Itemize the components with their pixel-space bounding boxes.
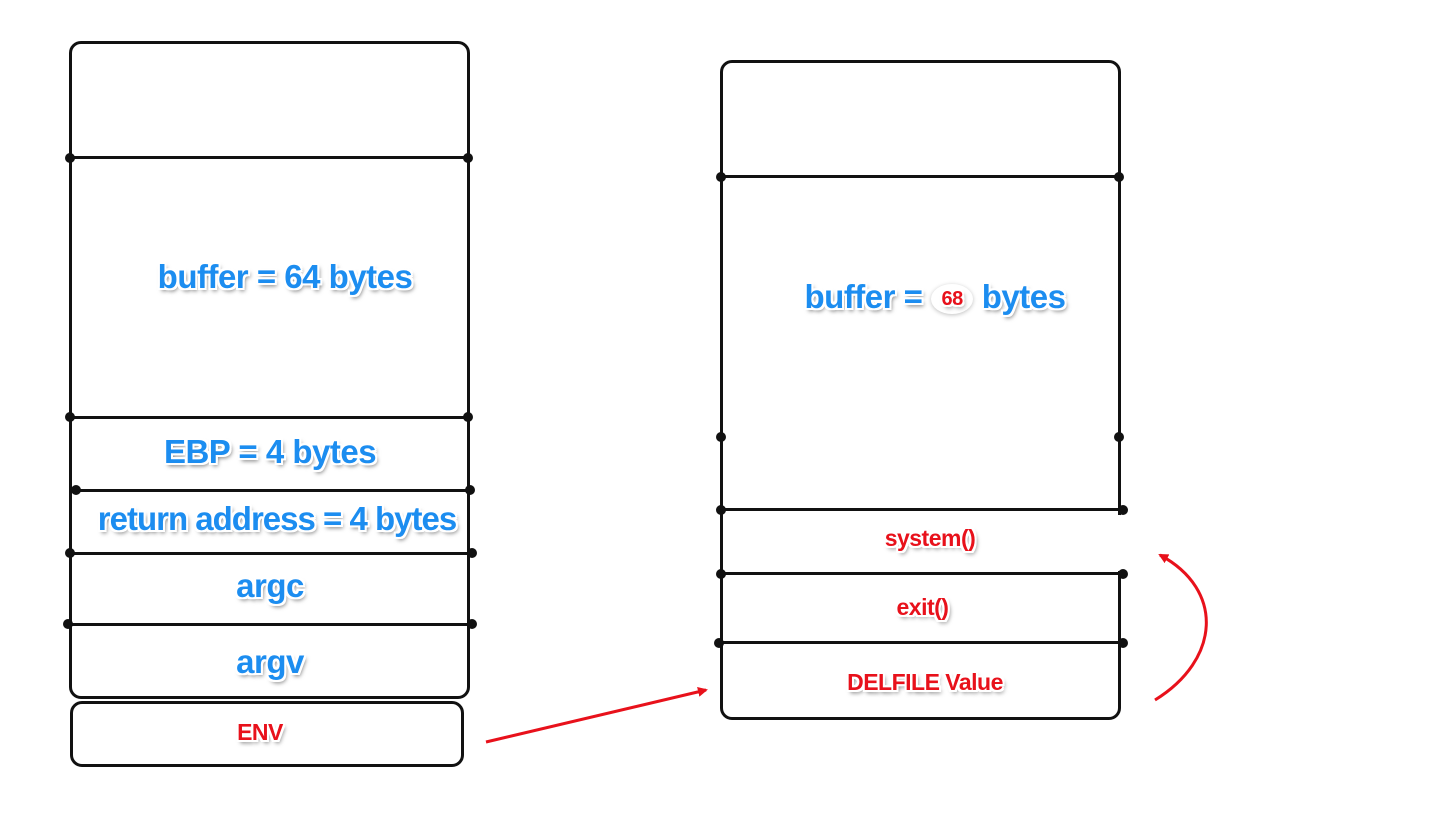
exit-label: exit() bbox=[896, 594, 949, 620]
env-to-delfile-arrow bbox=[485, 686, 708, 744]
right-node-dot bbox=[716, 172, 726, 182]
right-node-dot bbox=[716, 505, 726, 515]
left-node-dot bbox=[465, 485, 475, 495]
delfile-to-system-arrow bbox=[1154, 553, 1208, 702]
right-node-dot bbox=[1114, 172, 1124, 182]
left-divider-5 bbox=[69, 623, 474, 626]
env-box bbox=[70, 701, 464, 767]
right-buffer-size: 68 bbox=[931, 284, 974, 314]
left-node-dot bbox=[71, 485, 81, 495]
argv-label: argv bbox=[236, 643, 304, 680]
left-node-dot bbox=[63, 619, 73, 629]
erased-region bbox=[728, 425, 1118, 493]
right-buffer-suffix: bytes bbox=[973, 278, 1066, 315]
left-node-dot bbox=[463, 153, 473, 163]
right-buffer-prefix: buffer = bbox=[804, 278, 932, 315]
left-node-dot bbox=[467, 619, 477, 629]
left-node-dot bbox=[65, 153, 75, 163]
left-node-dot bbox=[65, 548, 75, 558]
left-node-dot bbox=[467, 548, 477, 558]
right-node-dot bbox=[1118, 569, 1128, 579]
left-divider-4 bbox=[69, 552, 474, 555]
right-divider-1 bbox=[720, 175, 1121, 178]
left-buffer-label: buffer = 64 bytes bbox=[157, 258, 413, 295]
left-divider-3 bbox=[69, 489, 470, 492]
argc-label: argc bbox=[236, 567, 304, 604]
right-node-dot bbox=[716, 432, 726, 442]
ebp-label: EBP = 4 bytes bbox=[163, 433, 377, 470]
left-divider-2 bbox=[69, 416, 470, 419]
left-node-dot bbox=[65, 412, 75, 422]
return-address-label: return address = 4 bytes bbox=[97, 500, 457, 537]
right-divider-3 bbox=[720, 572, 1125, 575]
right-divider-2 bbox=[720, 508, 1125, 511]
right-node-dot bbox=[1118, 505, 1128, 515]
left-node-dot bbox=[463, 412, 473, 422]
left-divider-1 bbox=[69, 156, 470, 159]
right-divider-4 bbox=[720, 641, 1125, 644]
left-stack-frame bbox=[69, 41, 470, 699]
env-label: ENV bbox=[237, 719, 283, 745]
delfile-value-label: DELFILE Value bbox=[847, 669, 1003, 695]
right-buffer-label: buffer = 68 bytes bbox=[720, 278, 1150, 317]
right-node-dot bbox=[714, 638, 724, 648]
erased-region bbox=[724, 515, 1138, 571]
right-node-dot bbox=[716, 569, 726, 579]
system-label: system() bbox=[884, 525, 976, 551]
right-node-dot bbox=[1114, 432, 1124, 442]
right-node-dot bbox=[1118, 638, 1128, 648]
right-stack-frame bbox=[720, 60, 1121, 720]
